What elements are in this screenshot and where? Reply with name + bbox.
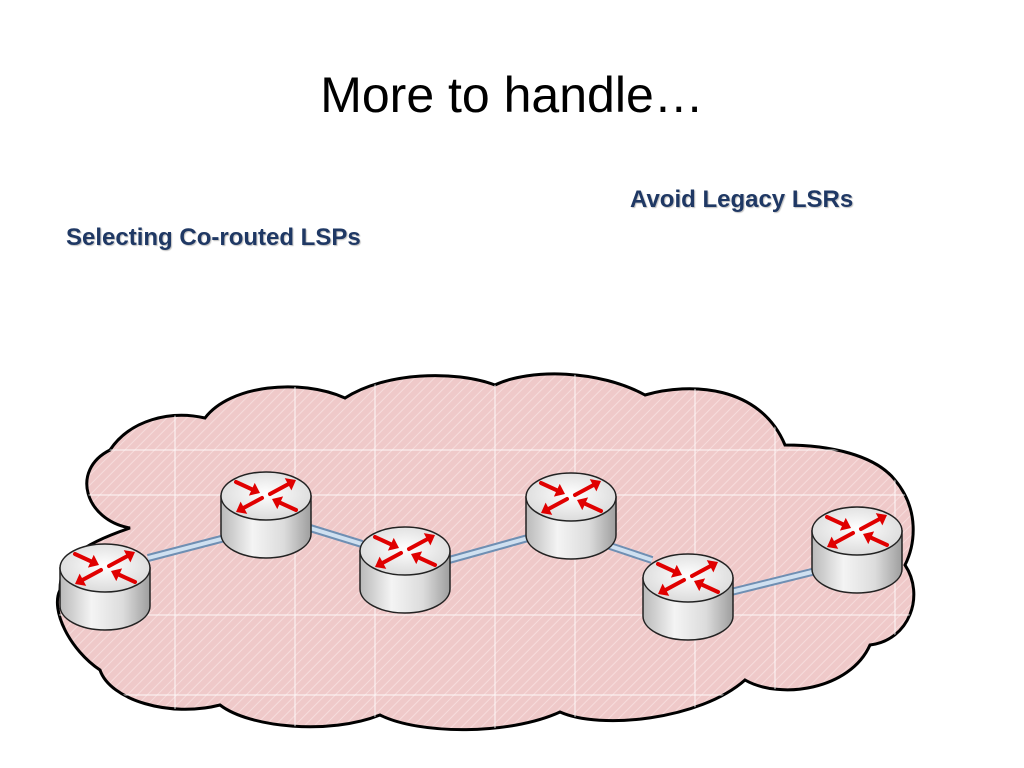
router-1 [59, 543, 151, 631]
router-top [642, 553, 734, 603]
slide-title: More to handle… [320, 67, 704, 123]
router-2 [220, 471, 312, 559]
router-4 [525, 472, 617, 560]
router-arrows-icon [825, 513, 889, 549]
links [146, 524, 821, 596]
router-arrows-icon [73, 550, 137, 586]
router-5 [642, 553, 734, 641]
router-arrows-icon [373, 533, 437, 569]
router-top [359, 526, 451, 576]
avoid-legacy-lsrs-label: Avoid Legacy LSRs [630, 186, 854, 213]
cloud-grid [57, 373, 914, 730]
router-arrows-icon [234, 478, 298, 514]
co-routed-lsps-label: Selecting Co-routed LSPs [66, 224, 361, 251]
router-top [220, 471, 312, 521]
router-6 [811, 506, 903, 594]
router-3 [359, 526, 451, 614]
router-top [811, 506, 903, 556]
router-arrows-icon [539, 479, 603, 515]
router-top [59, 543, 151, 593]
router-arrows-icon [656, 560, 720, 596]
routers [59, 471, 903, 641]
router-top [525, 472, 617, 522]
